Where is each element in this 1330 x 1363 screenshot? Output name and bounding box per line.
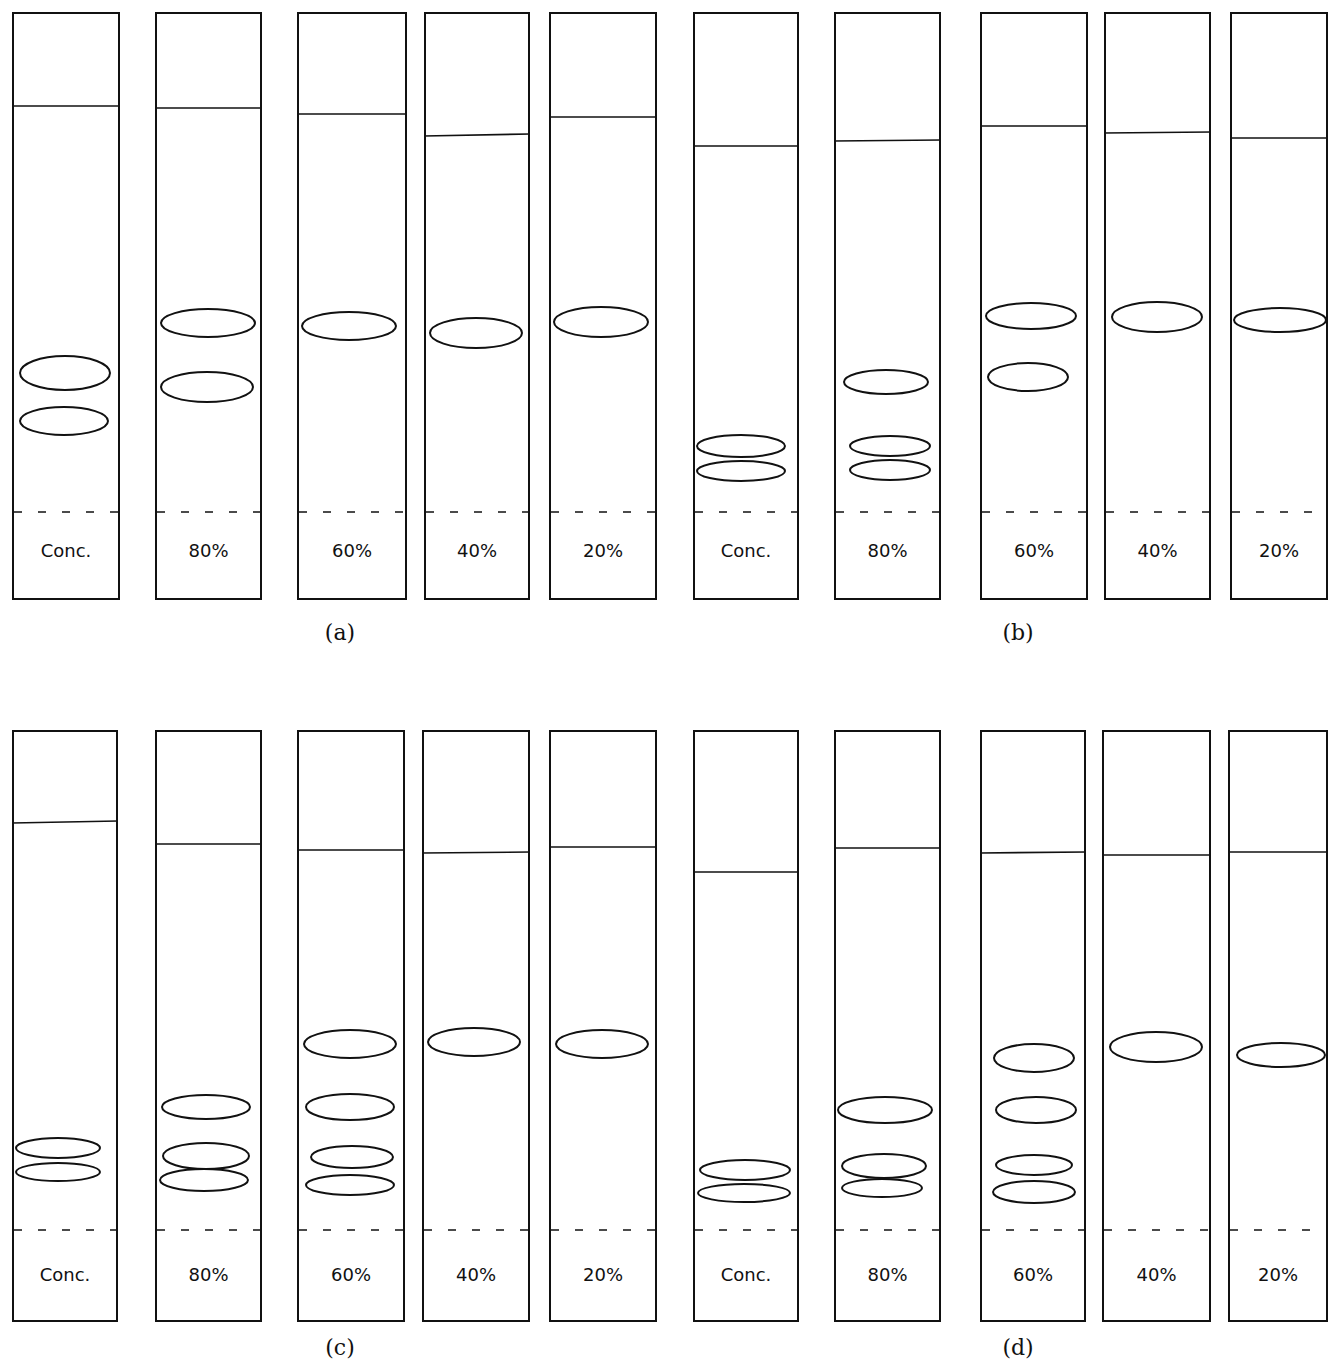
tlc-strip: 20%	[549, 730, 657, 1322]
panel-label: (b)	[1002, 620, 1033, 645]
tlc-strip: 20%	[549, 12, 657, 600]
concentration-label: Conc.	[695, 540, 797, 561]
tlc-strip: 60%	[297, 730, 405, 1322]
origin-lines	[14, 512, 1326, 1230]
concentration-label: 40%	[426, 540, 528, 561]
solvent-fronts	[12, 106, 1328, 872]
concentration-label: 40%	[1104, 1264, 1209, 1285]
panel-label: (d)	[1002, 1335, 1033, 1360]
tlc-strip: Conc.	[693, 730, 799, 1322]
tlc-strip: 60%	[297, 12, 407, 600]
concentration-label: 60%	[982, 540, 1086, 561]
concentration-label: 20%	[551, 540, 655, 561]
concentration-label: 60%	[982, 1264, 1084, 1285]
concentration-label: 80%	[157, 540, 260, 561]
concentration-label: 20%	[1232, 540, 1326, 561]
concentration-label: 40%	[1106, 540, 1209, 561]
tlc-strip: Conc.	[12, 730, 118, 1322]
tlc-strip: 40%	[422, 730, 530, 1322]
tlc-strip: 80%	[155, 730, 262, 1322]
concentration-label: 60%	[299, 540, 405, 561]
tlc-strip: 80%	[834, 12, 941, 600]
concentration-label: 80%	[836, 540, 939, 561]
tlc-strip: 40%	[1104, 12, 1211, 600]
tlc-strip: Conc.	[12, 12, 120, 600]
tlc-strip: 60%	[980, 730, 1086, 1322]
concentration-label: Conc.	[695, 1264, 797, 1285]
spots	[16, 302, 1326, 1203]
tlc-strip: 80%	[834, 730, 941, 1322]
concentration-label: Conc.	[14, 540, 118, 561]
concentration-label: Conc.	[14, 1264, 116, 1285]
tlc-strip: 80%	[155, 12, 262, 600]
tlc-strip: 40%	[424, 12, 530, 600]
concentration-label: 20%	[551, 1264, 655, 1285]
concentration-label: 20%	[1230, 1264, 1326, 1285]
tlc-strip: 20%	[1228, 730, 1328, 1322]
tlc-strip: 40%	[1102, 730, 1211, 1322]
tlc-strip: 60%	[980, 12, 1088, 600]
concentration-label: 40%	[424, 1264, 528, 1285]
tlc-strip: Conc.	[693, 12, 799, 600]
panel-label: (a)	[325, 620, 355, 645]
concentration-label: 80%	[157, 1264, 260, 1285]
panel-label: (c)	[325, 1335, 355, 1360]
concentration-label: 60%	[299, 1264, 403, 1285]
concentration-label: 80%	[836, 1264, 939, 1285]
tlc-strip: 20%	[1230, 12, 1328, 600]
